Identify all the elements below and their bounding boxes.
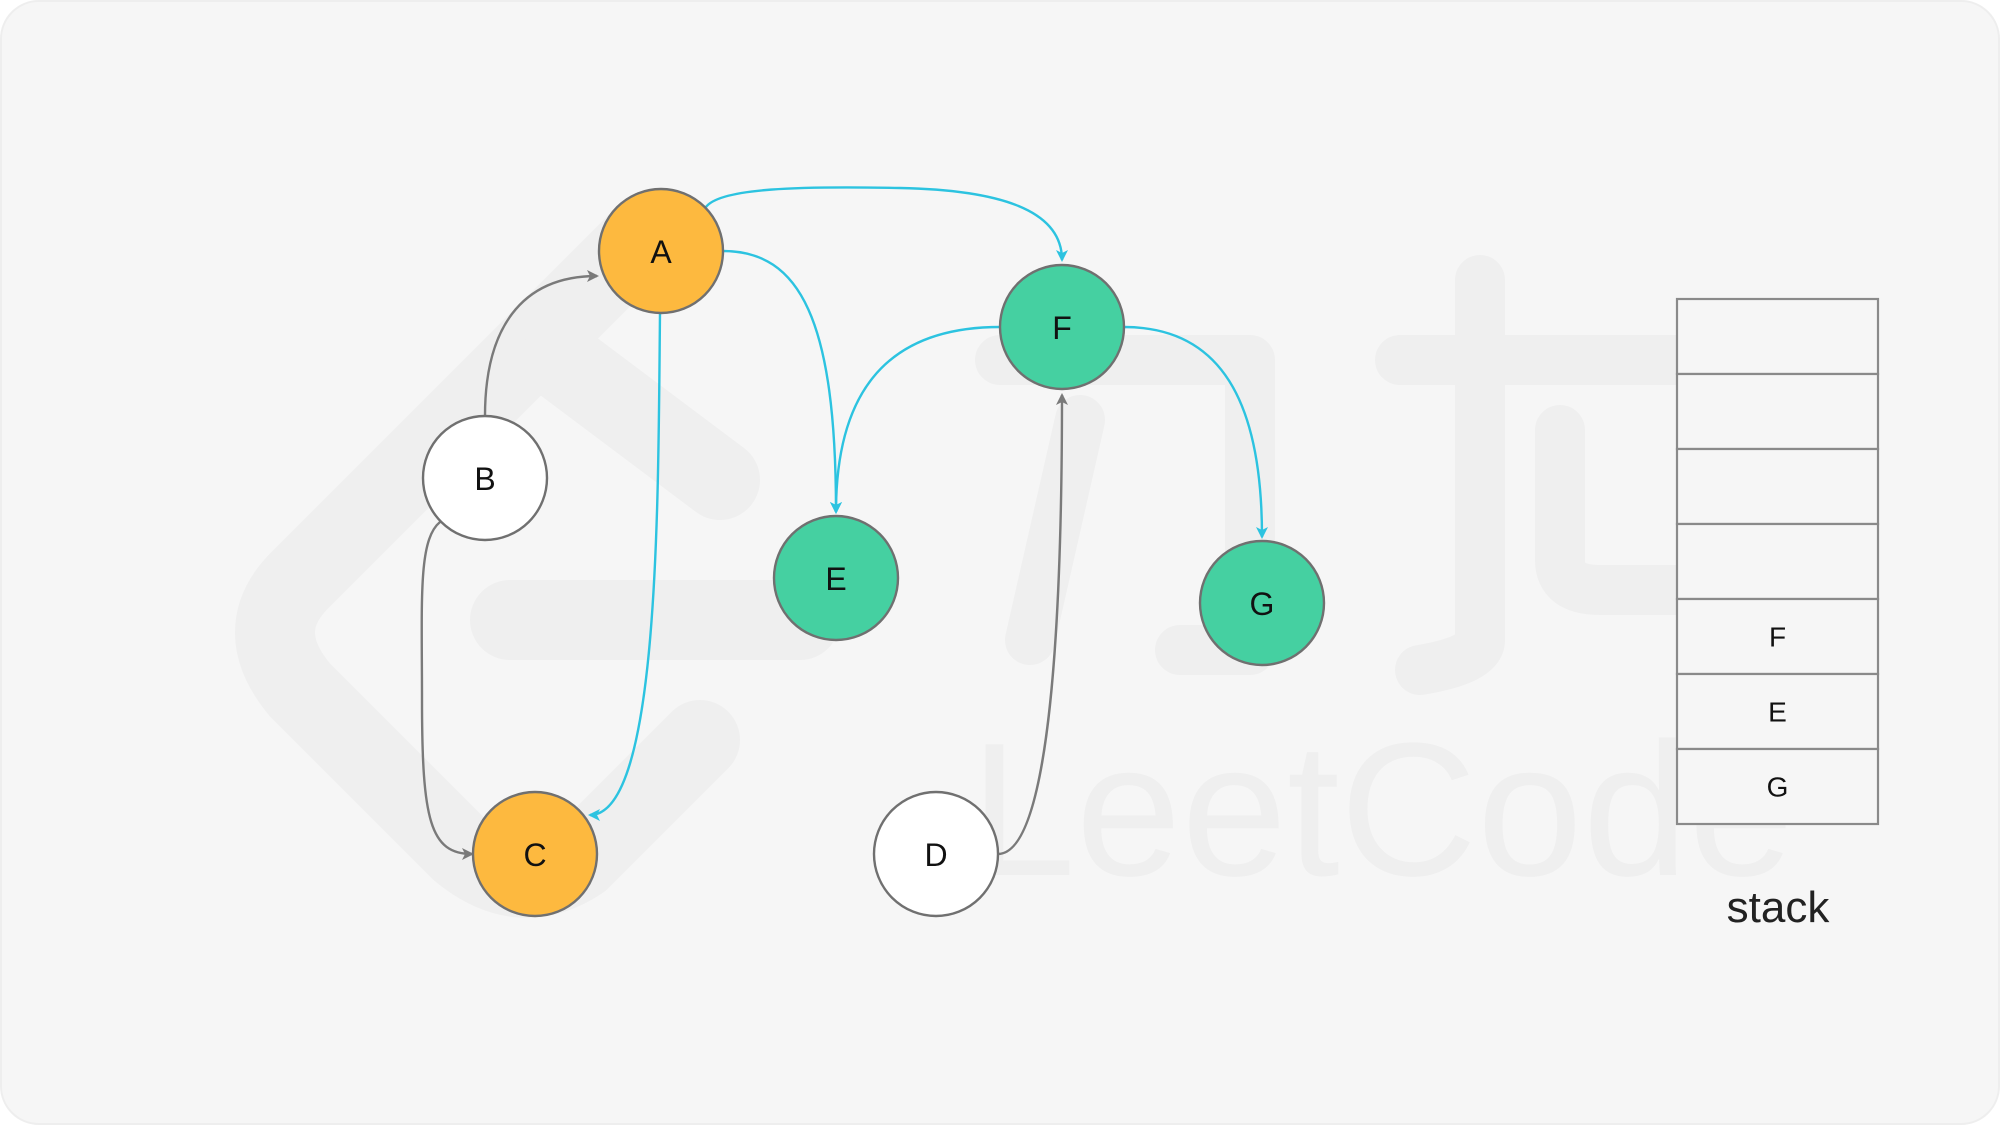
node-d: D (872, 790, 1000, 918)
node-a: A (597, 187, 725, 315)
edge-b-to-a (483, 270, 599, 417)
stack-cell (1675, 297, 1880, 376)
stack-title: stack (1727, 883, 1831, 932)
stack-cell-label: G (1767, 772, 1789, 803)
stack-cell-box (1675, 747, 1880, 826)
edge-f-to-e (830, 325, 1001, 514)
edge-b-to-c (420, 521, 474, 860)
stack-cell (1675, 372, 1880, 451)
node-g: G (1198, 539, 1326, 667)
stack-cell: G (1675, 747, 1880, 826)
stack-cell-box (1675, 672, 1880, 751)
edges-layer (420, 186, 1268, 860)
node-label: E (825, 561, 846, 597)
node-c: C (471, 790, 599, 918)
edge-a-to-c (588, 312, 662, 821)
node-label: B (474, 461, 495, 497)
stack-cell-box (1675, 372, 1880, 451)
node-label: C (523, 837, 546, 873)
node-circle (471, 790, 599, 918)
node-b: B (421, 414, 549, 542)
stack-cell (1675, 447, 1880, 526)
node-circle (998, 263, 1126, 391)
leetcode-watermark-icon: LeetCode (235, 200, 1794, 918)
edge-d-to-f (997, 393, 1068, 856)
stack-cell: F (1675, 597, 1880, 676)
stack-cell-label: E (1768, 697, 1787, 728)
stack-cell-box (1675, 447, 1880, 526)
stack-cell-label: F (1769, 622, 1786, 653)
node-circle (1198, 539, 1326, 667)
stack-cell-box (1675, 522, 1880, 601)
edge-a-to-f (705, 186, 1068, 262)
watermark-text: LeetCode (970, 704, 1794, 916)
node-label: G (1250, 586, 1275, 622)
node-circle (597, 187, 725, 315)
node-f: F (998, 263, 1126, 391)
node-circle (872, 790, 1000, 918)
node-circle (421, 414, 549, 542)
stack-cell-box (1675, 297, 1880, 376)
node-label: A (650, 234, 672, 270)
stack: F E G (1675, 297, 1880, 826)
node-label: D (924, 837, 947, 873)
edge-a-to-e (722, 249, 842, 514)
node-e: E (772, 514, 900, 642)
stack-cell (1675, 522, 1880, 601)
edge-f-to-g (1123, 325, 1268, 539)
node-circle (772, 514, 900, 642)
node-label: F (1052, 310, 1072, 346)
stack-cell: E (1675, 672, 1880, 751)
nodes-layer: A B C D E F G (421, 187, 1326, 918)
